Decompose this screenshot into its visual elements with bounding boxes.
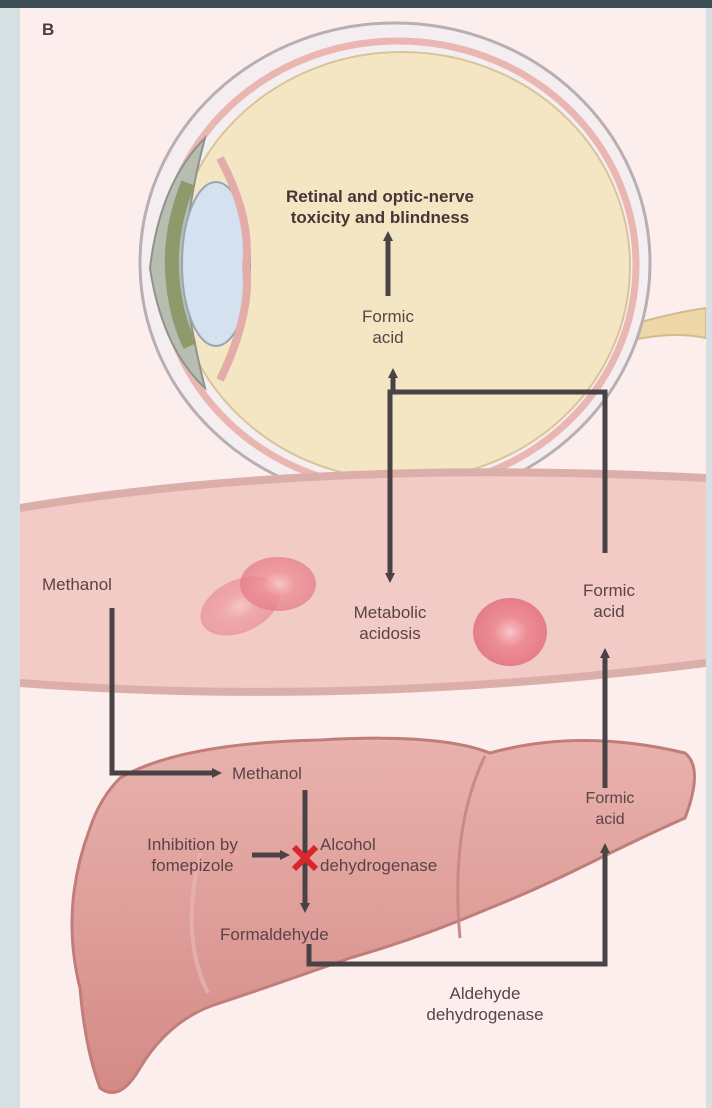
diagram-panel: B Retinal and optic-nerve toxicity and b… (20, 8, 706, 1108)
aldehyde-dehydrogenase-line1: Aldehyde (400, 983, 570, 1004)
toxicity-label-line2: toxicity and blindness (230, 207, 530, 228)
vessel-formic-acid-line2: acid (554, 601, 664, 622)
toxicity-label: Retinal and optic-nerve toxicity and bli… (230, 186, 530, 228)
metabolic-acidosis-label: Metabolic acidosis (320, 602, 460, 644)
liver-formic-acid-line2: acid (555, 809, 665, 830)
vessel-formic-acid-label: Formic acid (554, 580, 664, 622)
eye-formic-acid-label: Formic acid (328, 306, 448, 348)
diagram-artwork (20, 8, 706, 1108)
alcohol-dehydrogenase-label: Alcohol dehydrogenase (320, 834, 437, 876)
aldehyde-dehydrogenase-label: Aldehyde dehydrogenase (400, 983, 570, 1025)
methanol-source-label: Methanol (42, 574, 112, 595)
inhibition-label-line2: fomepizole (130, 855, 255, 876)
red-blood-cell (473, 598, 547, 666)
toxicity-label-line1: Retinal and optic-nerve (230, 186, 530, 207)
aldehyde-dehydrogenase-line2: dehydrogenase (400, 1004, 570, 1025)
liver-formic-acid-line1: Formic (555, 788, 665, 809)
red-blood-cell (240, 557, 316, 611)
alcohol-dehydrogenase-line2: dehydrogenase (320, 855, 437, 876)
alcohol-dehydrogenase-line1: Alcohol (320, 834, 437, 855)
liver-formic-acid-label: Formic acid (555, 788, 665, 830)
eye-formic-acid-line2: acid (328, 327, 448, 348)
inhibition-label: Inhibition by fomepizole (130, 834, 255, 876)
liver-methanol-label: Methanol (232, 763, 302, 784)
top-bar (0, 0, 712, 8)
eye-illustration (140, 23, 706, 503)
inhibition-label-line1: Inhibition by (130, 834, 255, 855)
eye-formic-acid-line1: Formic (328, 306, 448, 327)
formaldehyde-label: Formaldehyde (220, 924, 329, 945)
metabolic-acidosis-line1: Metabolic (320, 602, 460, 623)
panel-label: B (42, 20, 54, 40)
vessel-formic-acid-line1: Formic (554, 580, 664, 601)
metabolic-acidosis-line2: acidosis (320, 623, 460, 644)
